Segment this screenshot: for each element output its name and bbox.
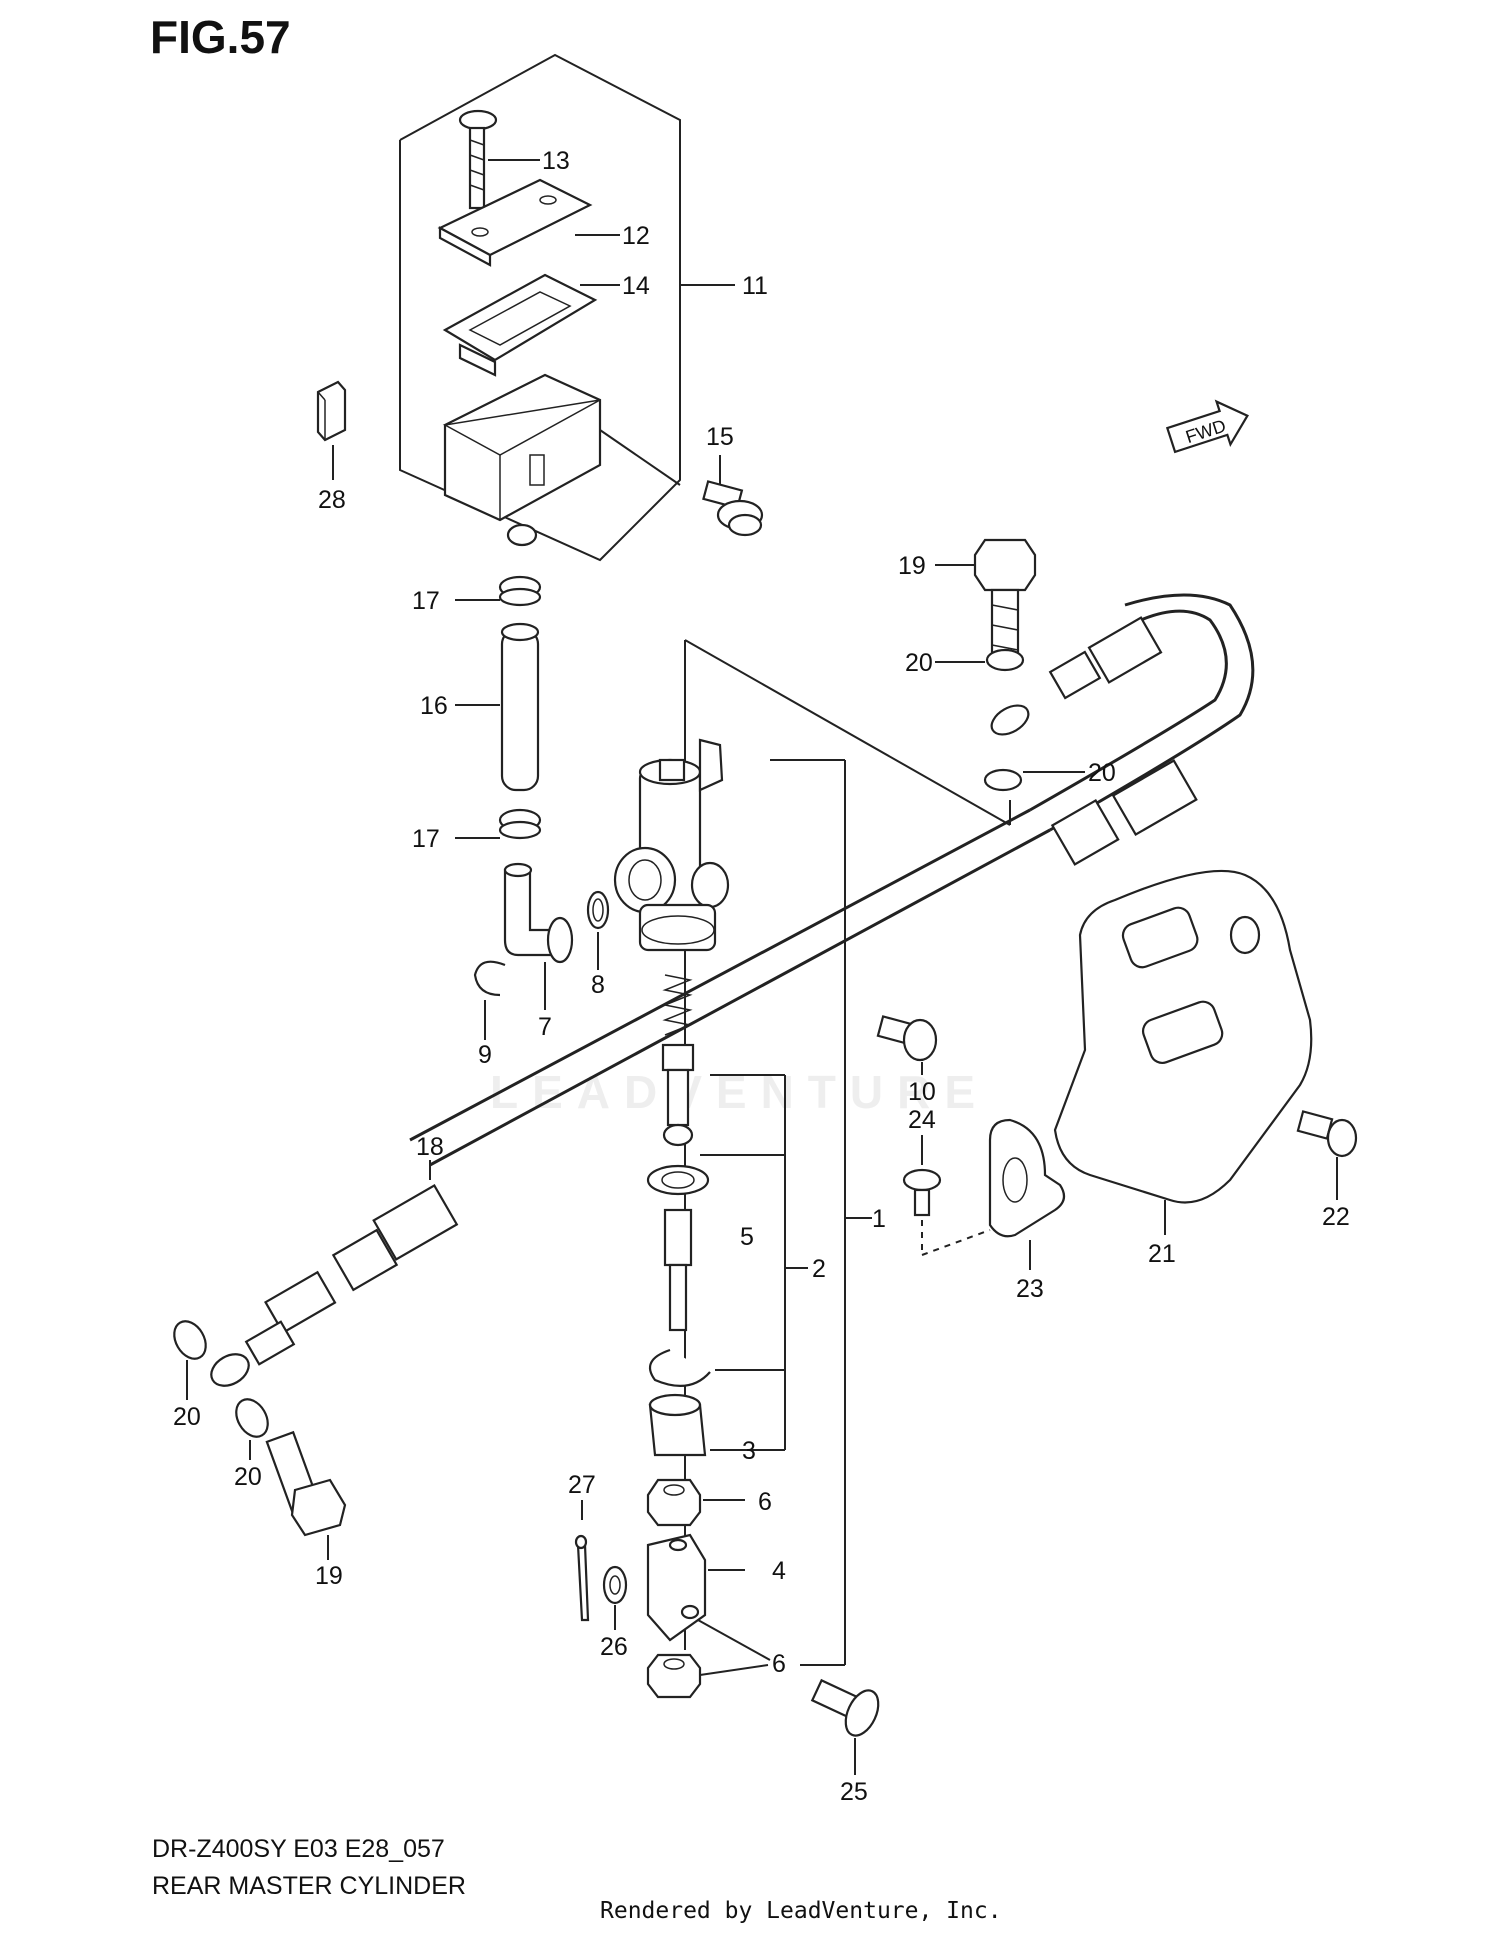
callout-17-bottom: 17 xyxy=(412,825,440,853)
render-credit: Rendered by LeadVenture, Inc. xyxy=(600,1898,1002,1924)
washer-20-c xyxy=(173,1320,207,1360)
fwd-arrow-icon: FWD xyxy=(1165,399,1249,454)
callout-8: 8 xyxy=(591,971,605,999)
clevis-pin-25 xyxy=(810,1678,880,1737)
callout-6-upper: 6 xyxy=(758,1488,772,1516)
callout-5: 5 xyxy=(740,1223,754,1251)
piston-assembly-5 xyxy=(646,1043,710,1332)
clevis-4 xyxy=(646,1533,707,1642)
elbow-fitting-7 xyxy=(503,862,574,964)
hose-clamp-23 xyxy=(988,1118,1066,1238)
callout-10: 10 xyxy=(908,1078,936,1106)
callout-13: 13 xyxy=(542,147,570,175)
brake-hose-18 xyxy=(210,593,1255,1387)
callout-26: 26 xyxy=(600,1633,628,1661)
banjo-bolt-19-bottom xyxy=(265,1430,347,1537)
master-cylinder-body xyxy=(613,738,730,952)
callout-labels: 1 2 3 4 5 6 6 7 8 9 10 11 12 13 14 15 16… xyxy=(173,147,1350,1806)
reservoir-group-outline xyxy=(399,53,681,562)
circlip-9 xyxy=(473,960,506,997)
reservoir-hose-16 xyxy=(500,622,540,792)
hose-clip-17-top xyxy=(498,575,542,607)
callout-9: 9 xyxy=(478,1041,492,1069)
screw-22 xyxy=(1296,1110,1358,1158)
callout-20-d: 20 xyxy=(234,1463,262,1491)
screw-10 xyxy=(876,1015,938,1062)
callout-20-a: 20 xyxy=(905,649,933,677)
callout-21: 21 xyxy=(1148,1240,1176,1268)
washer-26 xyxy=(602,1565,628,1605)
callout-6-lower: 6 xyxy=(772,1650,786,1678)
diaphragm-14 xyxy=(442,273,598,377)
callout-16: 16 xyxy=(420,692,448,720)
figure-title: FIG.57 xyxy=(150,11,291,63)
o-ring-8 xyxy=(586,890,610,930)
callout-24: 24 xyxy=(908,1106,936,1134)
washer-20-a xyxy=(985,648,1025,672)
callout-3: 3 xyxy=(742,1437,756,1465)
grommet-28 xyxy=(316,380,347,442)
callout-14: 14 xyxy=(622,272,650,300)
callout-12: 12 xyxy=(622,222,650,250)
callout-7: 7 xyxy=(538,1013,552,1041)
cotter-pin-27 xyxy=(574,1534,590,1622)
callout-28: 28 xyxy=(318,486,346,514)
banjo-bolt-19-top xyxy=(973,538,1037,667)
rivet-24 xyxy=(902,1168,942,1217)
callout-2: 2 xyxy=(812,1255,826,1283)
reservoir-body xyxy=(442,373,602,547)
nut-6-upper xyxy=(646,1478,702,1527)
cap-plate-12 xyxy=(437,178,593,267)
washer-20-b xyxy=(983,768,1023,792)
callout-27: 27 xyxy=(568,1471,596,1499)
bolt-15 xyxy=(702,480,764,537)
callout-20-c: 20 xyxy=(173,1403,201,1431)
callout-18: 18 xyxy=(416,1133,444,1161)
piston-circlip xyxy=(648,1348,711,1387)
callout-17-top: 17 xyxy=(412,587,440,615)
callout-19-bottom: 19 xyxy=(315,1562,343,1590)
nut-6-lower xyxy=(646,1653,702,1699)
boot-3 xyxy=(648,1393,707,1457)
heel-guard-21 xyxy=(1053,869,1313,1204)
washer-20-d xyxy=(235,1398,269,1438)
screw-13 xyxy=(458,109,498,210)
callout-4: 4 xyxy=(772,1557,786,1585)
callout-20-b: 20 xyxy=(1088,759,1116,787)
diagram-description: REAR MASTER CYLINDER xyxy=(152,1872,466,1900)
callout-19-top: 19 xyxy=(898,552,926,580)
hose-clip-17-bottom xyxy=(498,808,542,840)
callout-22: 22 xyxy=(1322,1203,1350,1231)
callout-1: 1 xyxy=(872,1205,886,1233)
callout-11: 11 xyxy=(742,272,768,300)
model-code: DR-Z400SY E03 E28_057 xyxy=(152,1835,445,1863)
callout-25: 25 xyxy=(840,1778,868,1806)
callout-23: 23 xyxy=(1016,1275,1044,1303)
callout-15: 15 xyxy=(706,423,734,451)
